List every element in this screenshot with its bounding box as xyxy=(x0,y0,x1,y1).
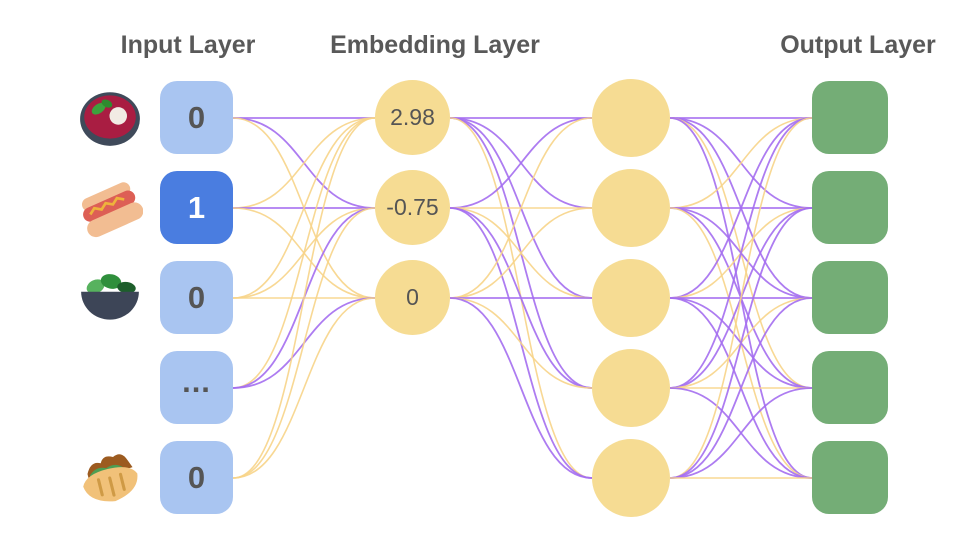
hidden-node-3 xyxy=(592,259,670,337)
input-node-value: 0 xyxy=(187,459,206,495)
borscht-bowl-icon xyxy=(80,92,140,146)
hidden-node-2 xyxy=(592,169,670,247)
input-node-value: 0 xyxy=(187,279,206,315)
output-node-3 xyxy=(812,261,888,334)
embedding-node-value: -0.75 xyxy=(386,194,439,220)
embedding-node-value: 0 xyxy=(406,284,419,310)
embedding-node-3: 0 xyxy=(375,260,450,335)
input-node-value: ... xyxy=(182,363,211,399)
input-node-hotdog: 1 xyxy=(160,171,233,244)
input-node-value: 1 xyxy=(187,189,206,225)
salad-bowl-icon xyxy=(81,274,139,320)
embedding-node-value: 2.98 xyxy=(390,104,435,130)
input-layer-title: Input Layer xyxy=(120,31,256,59)
hot-dog-icon xyxy=(81,182,143,238)
input-node-borscht: 0 xyxy=(160,81,233,154)
output-node-4 xyxy=(812,351,888,424)
embedding-node-2: -0.75 xyxy=(375,170,450,245)
output-node-1 xyxy=(812,81,888,154)
hidden-node-4 xyxy=(592,349,670,427)
output-node-2 xyxy=(812,171,888,244)
input-node-pita: 0 xyxy=(160,441,233,514)
input-node-salad: 0 xyxy=(160,261,233,334)
input-node-value: 0 xyxy=(187,99,206,135)
embedding-node-1: 2.98 xyxy=(375,80,450,155)
pita-icon xyxy=(83,454,138,502)
output-node-5 xyxy=(812,441,888,514)
output-layer-title: Output Layer xyxy=(780,31,936,59)
hidden-node-5 xyxy=(592,439,670,517)
hidden-node-1 xyxy=(592,79,670,157)
input-node-ellipsis: ... xyxy=(160,351,233,424)
embedding-layer-title: Embedding Layer xyxy=(330,31,540,59)
